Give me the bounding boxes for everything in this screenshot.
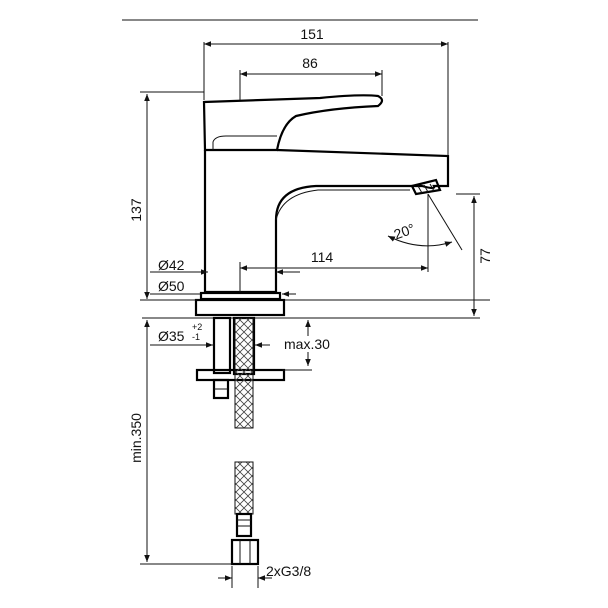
spout-underside	[275, 189, 410, 221]
hose-connector-nut	[230, 538, 260, 566]
deck-plate	[194, 298, 286, 317]
dim-hole-diameter: Ø35	[158, 328, 185, 344]
hose-ferrule	[235, 512, 253, 538]
dim-base-50: Ø50	[158, 278, 185, 294]
dim-hose-length: min.350	[128, 413, 144, 463]
dim-lever-length: 86	[302, 55, 318, 71]
faucet-outline	[142, 94, 490, 319]
dim-max-deck: max.30	[284, 336, 330, 352]
dim-height: 137	[128, 198, 144, 222]
dim-connection: 2xG3/8	[266, 563, 311, 579]
dim-base-42: Ø42	[158, 257, 185, 273]
supply-hose	[230, 317, 260, 566]
dimension-lines	[140, 41, 480, 588]
dim-hole-tol-minus: -1	[192, 332, 200, 342]
dim-spout-height: 77	[477, 248, 493, 264]
aerator-lines-2	[423, 184, 429, 193]
base-flange	[199, 291, 282, 301]
hose-lower	[234, 461, 254, 515]
aerator-lines	[417, 185, 423, 194]
dim-overall-width: 151	[300, 26, 324, 42]
lever-handle	[202, 94, 384, 152]
lever-inner-line	[212, 135, 277, 150]
faucet-body	[203, 148, 450, 294]
dim-spray-angle: 20°	[392, 220, 417, 242]
aerator-lines-3	[429, 183, 435, 192]
hose-upper	[234, 317, 254, 429]
dim-hole-tol-plus: +2	[192, 322, 202, 332]
threaded-stud	[212, 316, 232, 375]
dim-spout-reach: 114	[311, 249, 334, 265]
aerator	[410, 178, 442, 196]
